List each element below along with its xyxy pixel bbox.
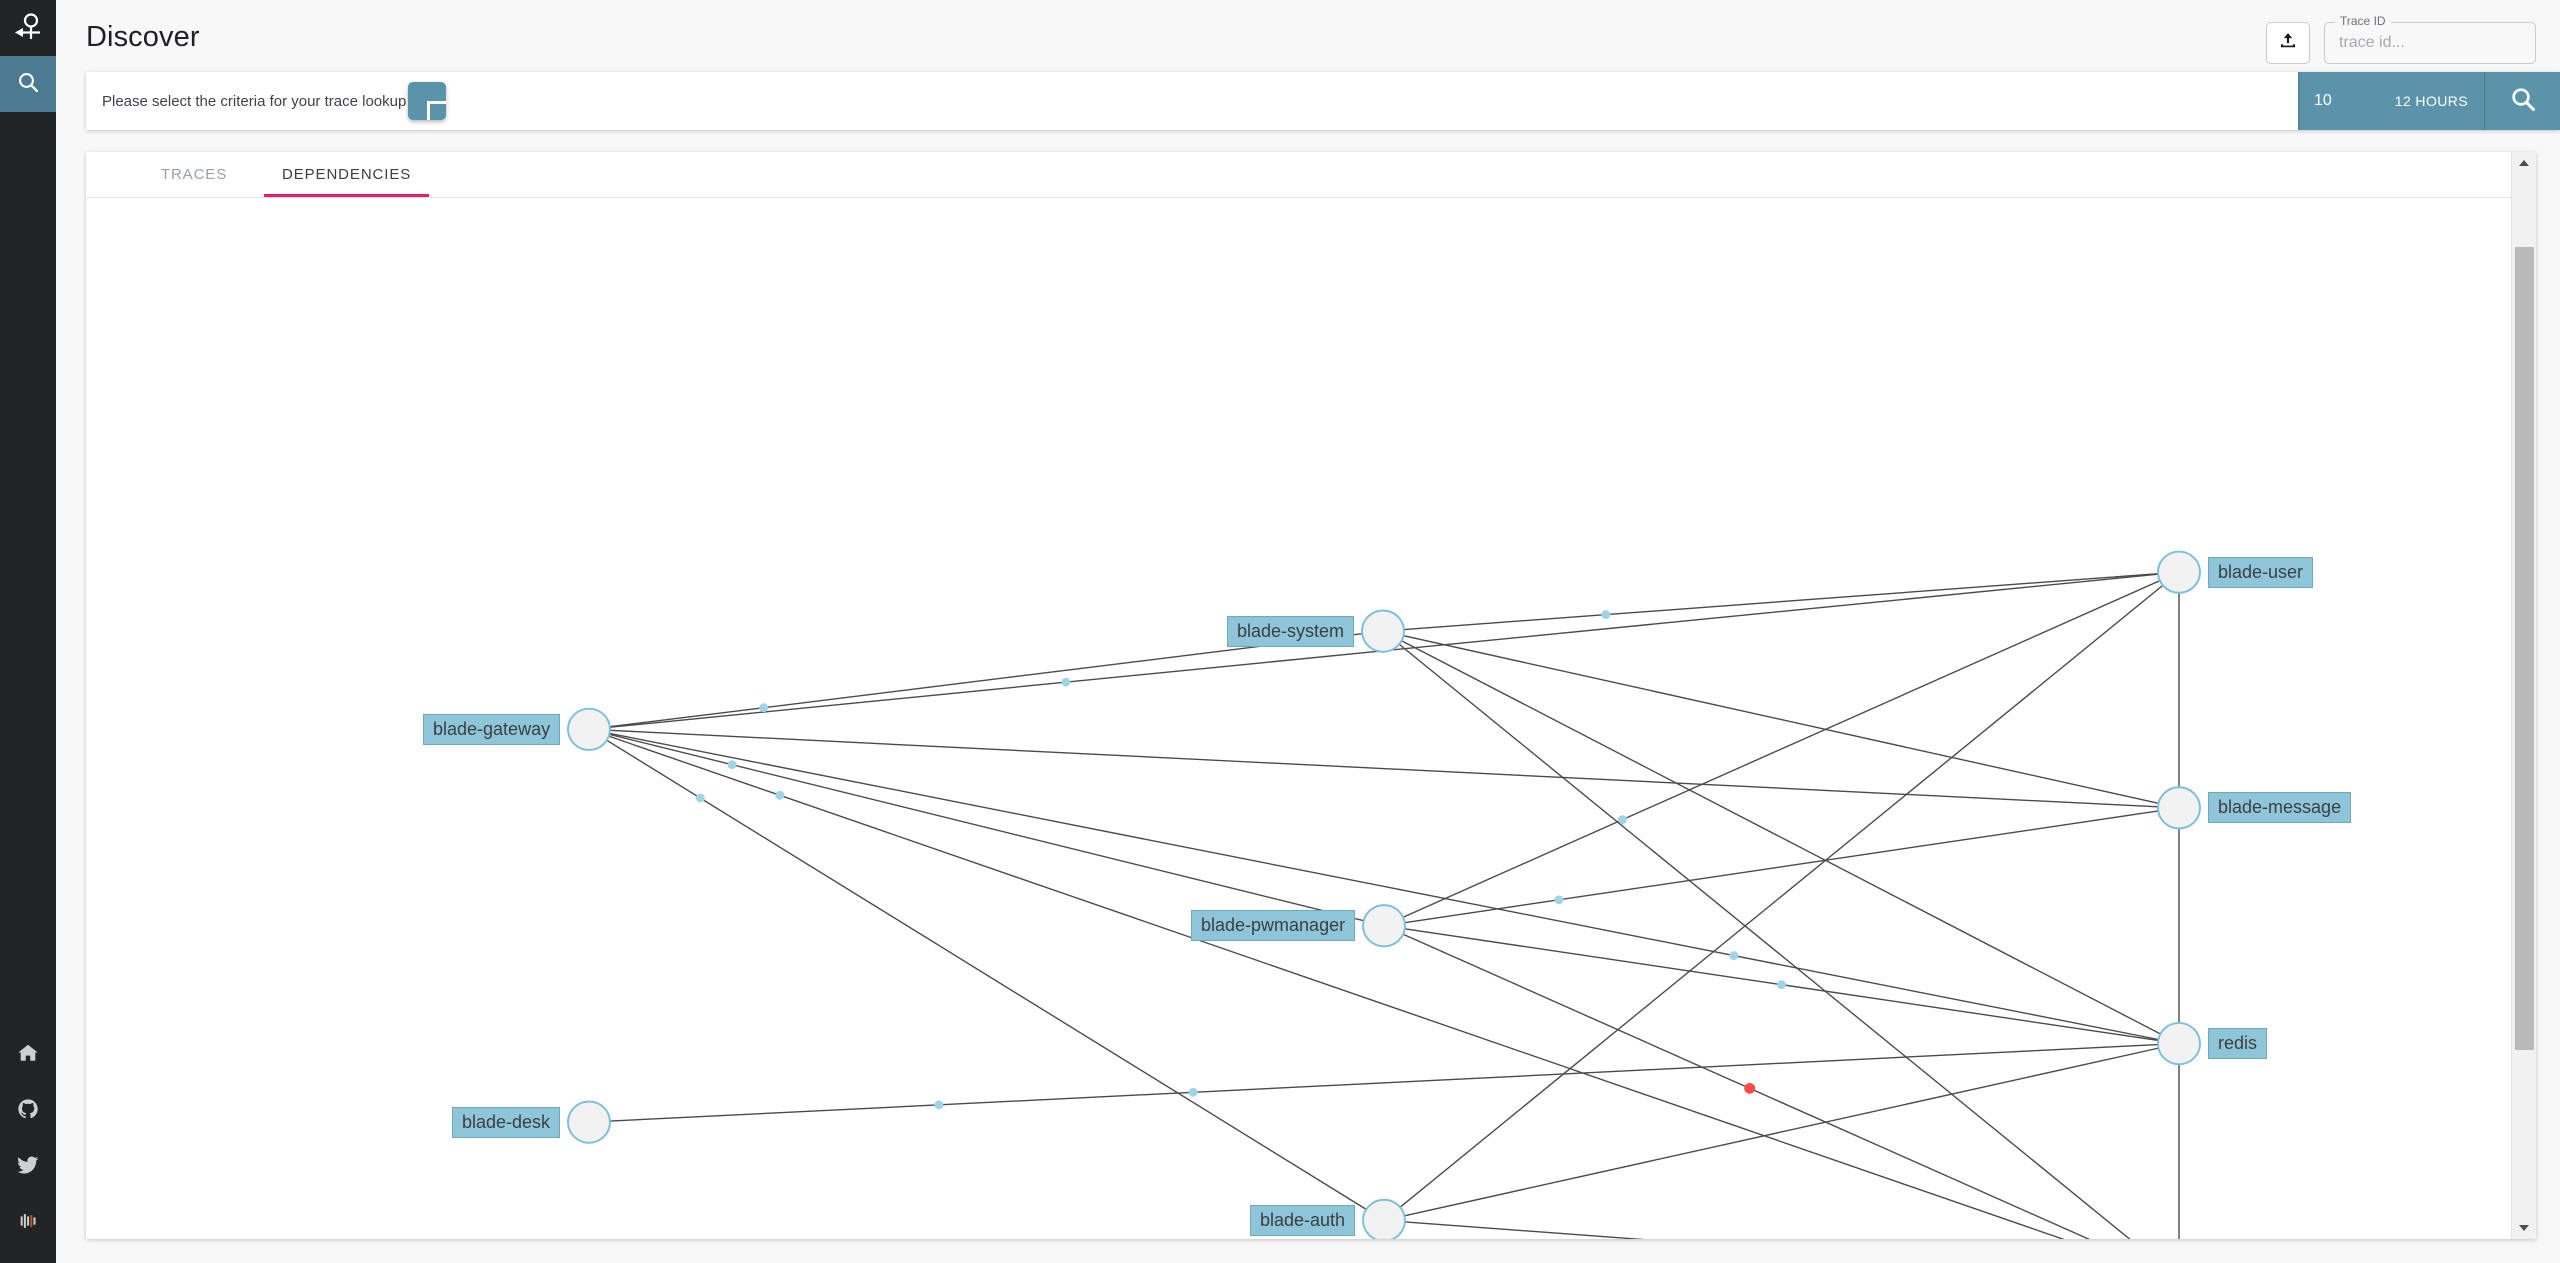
scroll-up-button[interactable]: [2511, 152, 2536, 174]
graph-node-circle[interactable]: [2157, 1021, 2201, 1066]
upload-json-button[interactable]: [2266, 22, 2310, 64]
graph-edge[interactable]: [1403, 573, 2159, 631]
graph-particle: [1729, 951, 1739, 960]
github-icon: [17, 1098, 39, 1125]
graph-particle: [934, 1100, 944, 1110]
upload-icon: [2278, 31, 2298, 56]
graph-edge[interactable]: [1404, 810, 2159, 924]
limit-lookback-control[interactable]: 10 12 HOURS: [2298, 72, 2484, 130]
search-icon: [2509, 85, 2537, 118]
run-search-button[interactable]: [2484, 72, 2560, 130]
graph-edge[interactable]: [1398, 643, 2163, 1239]
graph-edge[interactable]: [609, 632, 1363, 728]
scroll-down-button[interactable]: [2511, 1217, 2536, 1239]
sidebar-item-zipkin[interactable]: [0, 1195, 56, 1251]
graph-particle-error: [1744, 1082, 1756, 1094]
graph-node-circle[interactable]: [1361, 609, 1405, 653]
tab-dependencies[interactable]: DEPENDENCIES: [264, 152, 430, 197]
graph-edge[interactable]: [609, 1043, 2159, 1122]
sidebar-bottom-links: [0, 1027, 56, 1251]
graph-node-label[interactable]: blade-desk: [452, 1106, 561, 1138]
main-content: Discover Trace ID: [56, 0, 2560, 1263]
sidebar-item-twitter[interactable]: [0, 1139, 56, 1195]
search-controls: 10 12 HOURS: [2298, 72, 2560, 130]
graph-particle: [695, 793, 705, 803]
graph-edge[interactable]: [1403, 634, 2159, 804]
page-title: Discover: [86, 21, 200, 53]
tab-traces[interactable]: TRACES: [160, 166, 228, 183]
graph-node-label[interactable]: blade-pwmanager: [1191, 910, 1356, 942]
graph-particle: [1061, 677, 1071, 687]
sidebar: [0, 0, 56, 1263]
graph-node-circle[interactable]: [1362, 904, 1406, 948]
sidebar-item-home[interactable]: [0, 1027, 56, 1083]
graph-edge[interactable]: [609, 732, 2159, 1041]
dependency-graph[interactable]: blade-gateway blade-system blade-pwmanager…: [86, 198, 2536, 1239]
graph-node-label[interactable]: blade-message: [2208, 792, 2352, 824]
graph-edge[interactable]: [606, 739, 1367, 1210]
graph-node-circle[interactable]: [567, 707, 611, 751]
vertical-scrollbar[interactable]: [2511, 152, 2536, 1239]
graph-edge[interactable]: [1404, 1221, 2158, 1239]
scrollbar-thumb[interactable]: [2514, 247, 2534, 1051]
graph-edge[interactable]: [1404, 1047, 2159, 1217]
chevron-up-icon: [2519, 160, 2529, 166]
sidebar-item-search[interactable]: [0, 56, 56, 112]
graph-particle: [1188, 1087, 1198, 1097]
graph-node-label[interactable]: blade-auth: [1250, 1204, 1356, 1236]
graph-particle: [1777, 980, 1786, 990]
sidebar-item-github[interactable]: [0, 1083, 56, 1139]
graph-node-label[interactable]: blade-user: [2208, 556, 2314, 588]
graph-particle: [759, 703, 769, 713]
add-criteria-button[interactable]: [408, 82, 447, 120]
graph-node-label[interactable]: redis: [2208, 1028, 2268, 1060]
criteria-placeholder: Please select the criteria for your trac…: [102, 92, 407, 110]
topbar-actions: Trace ID: [2266, 14, 2536, 64]
graph-particle: [727, 760, 737, 770]
graph-edge[interactable]: [1401, 640, 2161, 1035]
graph-particle: [1554, 895, 1564, 905]
tab-bar: TRACES DEPENDENCIES: [86, 152, 2536, 198]
trace-id-field[interactable]: Trace ID: [2324, 14, 2536, 64]
content-card: TRACES DEPENDENCIES blade-gateway blade-s…: [86, 152, 2536, 1239]
graph-node-circle[interactable]: [2157, 786, 2201, 830]
graph-particle: [1601, 610, 1611, 620]
scrollbar-track[interactable]: [2512, 174, 2537, 1217]
dependency-graph-canvas[interactable]: [86, 198, 2536, 1239]
zipkin-logo-icon[interactable]: [0, 0, 56, 56]
trace-id-input[interactable]: [2337, 33, 2523, 53]
graph-node-circle[interactable]: [567, 1100, 611, 1144]
graph-particle: [1618, 815, 1627, 825]
topbar: Discover Trace ID: [56, 0, 2560, 72]
twitter-icon: [17, 1154, 39, 1181]
limit-value: 10: [2314, 92, 2332, 109]
graph-edge[interactable]: [1402, 933, 2160, 1239]
graph-node-circle[interactable]: [2157, 550, 2201, 594]
chevron-down-icon: [2519, 1225, 2529, 1231]
graph-node-label[interactable]: blade-system: [1227, 615, 1355, 647]
graph-edge[interactable]: [1399, 584, 2164, 1208]
home-icon: [17, 1042, 39, 1069]
graph-node-circle[interactable]: [1362, 1198, 1406, 1239]
search-bar: Please select the criteria for your trac…: [56, 72, 2560, 130]
graph-node-label[interactable]: blade-gateway: [423, 713, 561, 745]
graph-particle: [775, 790, 785, 800]
lookback-value: 12 HOURS: [2394, 93, 2468, 109]
search-icon: [16, 70, 40, 99]
graph-edge[interactable]: [1402, 580, 2161, 918]
graph-edge[interactable]: [609, 729, 2159, 808]
trace-id-label: Trace ID: [2335, 14, 2391, 28]
zipkin-bars-icon: [17, 1210, 39, 1237]
graph-edge[interactable]: [608, 735, 2159, 1239]
criteria-box[interactable]: Please select the criteria for your trac…: [86, 72, 2298, 130]
